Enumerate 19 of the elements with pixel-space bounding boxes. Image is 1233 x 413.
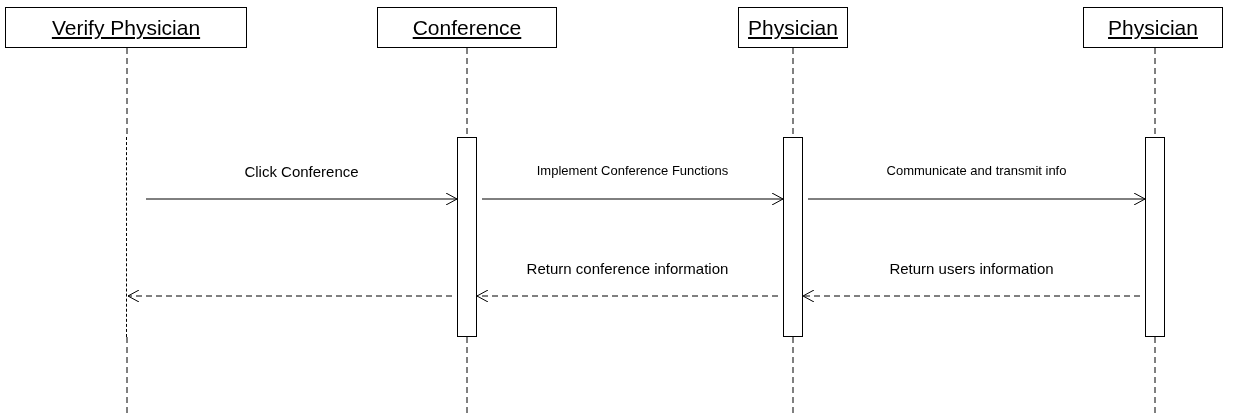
message-label: Communicate and transmit info bbox=[884, 163, 1069, 178]
message-arrow bbox=[807, 192, 1146, 206]
return-arrow bbox=[476, 289, 779, 303]
participant-box: Conference bbox=[377, 7, 557, 48]
message-label: Click Conference bbox=[242, 163, 361, 180]
message-arrow bbox=[145, 192, 458, 206]
return-arrow bbox=[127, 289, 453, 303]
participant-box: Physician bbox=[1083, 7, 1223, 48]
activation-bar bbox=[1145, 137, 1165, 337]
message-label: Return conference information bbox=[524, 260, 731, 277]
message-label: Implement Conference Functions bbox=[534, 163, 731, 178]
return-arrow bbox=[802, 289, 1141, 303]
lifeline bbox=[126, 137, 128, 337]
activation-bar bbox=[457, 137, 477, 337]
participant-box: Verify Physician bbox=[5, 7, 247, 48]
message-arrow bbox=[481, 192, 784, 206]
message-label: Return users information bbox=[887, 260, 1056, 277]
activation-bar bbox=[783, 137, 803, 337]
participant-box: Physician bbox=[738, 7, 848, 48]
